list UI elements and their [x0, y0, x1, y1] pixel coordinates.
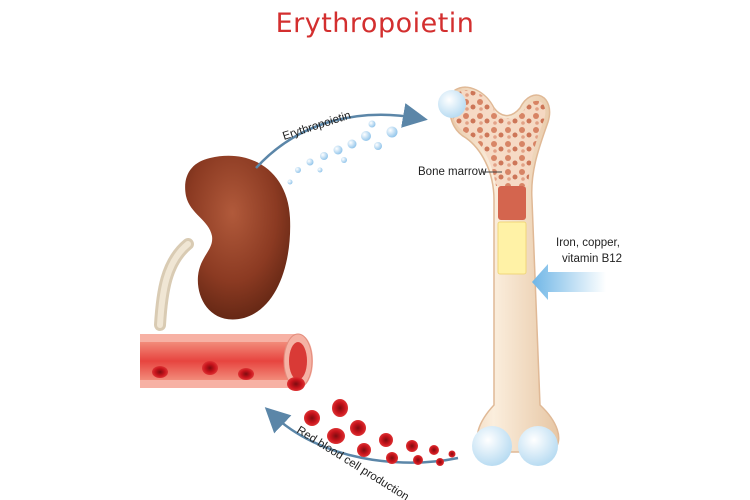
red-blood-cells: [304, 399, 456, 466]
kidney-illustration: [185, 155, 291, 320]
page-title: Erythropoietin: [275, 8, 475, 39]
rbc-arrow: [264, 407, 459, 464]
bone-marrow-label: Bone marrow: [418, 166, 487, 178]
epo-droplets: [287, 120, 398, 185]
nutrients-arrow: [532, 264, 606, 300]
epo-arrow-label: Erythropoietin: [281, 110, 352, 143]
blood-vessel-illustration: [140, 333, 313, 391]
epo-arrow: [255, 103, 428, 169]
nutrients-label-line2: vitamin B12: [562, 253, 622, 265]
femur-illustration: [438, 86, 560, 466]
nutrients-label-line1: Iron, copper,: [556, 237, 620, 249]
